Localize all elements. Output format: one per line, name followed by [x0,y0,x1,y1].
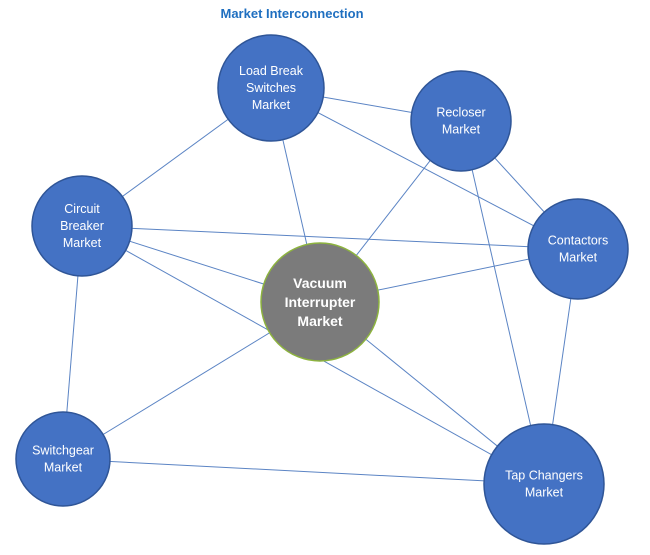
node-label-vacuum-line-2: Market [297,313,342,329]
node-label-circuit-line-1: Breaker [60,219,104,233]
node-circle-vacuum [260,242,380,362]
node-label-vacuum-line-0: Vacuum [293,275,347,291]
node-label-vacuum-line-1: Interrupter [285,294,356,310]
node-label-contactors-line-0: Contactors [548,234,608,248]
node-label-loadbreak-line-1: Switches [246,81,296,95]
node-label-loadbreak-line-0: Load Break [239,64,304,78]
node-label-circuit-line-2: Market [63,236,102,250]
edge-circuit-contactors [81,225,579,250]
node-circle-loadbreak [217,34,325,142]
node-label-switchgear-line-0: Switchgear [32,444,94,458]
node-label-tapchangers-line-1: Market [525,486,564,500]
edge-switchgear-tapchangers [62,458,545,485]
node-circle-switchgear [15,411,111,507]
node-label-contactors-line-1: Market [559,251,598,265]
edge-recloser-tapchangers [460,120,545,485]
node-circle-contactors [527,198,629,300]
node-label-switchgear-line-1: Market [44,461,83,475]
node-label-recloser-line-1: Market [442,123,481,137]
node-label-tapchangers-line-0: Tap Changers [505,469,583,483]
node-circle-recloser [410,70,512,172]
diagram-title: Market Interconnection [220,6,364,21]
node-label-loadbreak-line-2: Market [252,98,291,112]
node-label-circuit-line-0: Circuit [64,202,100,216]
node-label-recloser-line-0: Recloser [436,106,485,120]
node-circle-tapchangers [483,423,605,545]
node-circle-circuit [31,175,133,277]
